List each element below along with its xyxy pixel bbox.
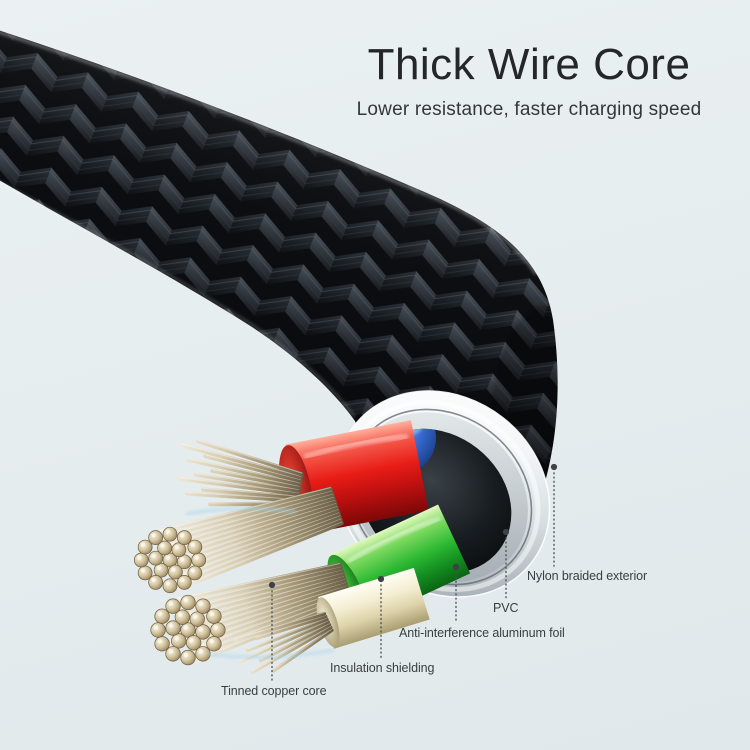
callout-label-anti-interference-aluminum-foil: Anti-interference aluminum foil xyxy=(399,626,565,640)
page-subtitle: Lower resistance, faster charging speed xyxy=(356,98,702,120)
callout-dot-pvc xyxy=(502,528,510,536)
braid-top-highlight xyxy=(0,31,538,275)
callout-dots xyxy=(268,463,558,589)
callout-dot-insulation xyxy=(377,575,385,583)
copper-bundle-lower-endface xyxy=(150,594,226,666)
callout-label-pvc: PVC xyxy=(493,601,519,615)
page-title: Thick Wire Core xyxy=(367,40,691,89)
callout-label-insulation-shielding: Insulation shielding xyxy=(330,661,435,675)
callout-dot-aluminum-foil xyxy=(452,563,460,571)
callout-dot-copper-core xyxy=(268,581,276,589)
callout-label-nylon-braided-exterior: Nylon braided exterior xyxy=(527,569,648,583)
braid-bottom-rimlight xyxy=(0,181,356,418)
copper-glints xyxy=(185,506,335,659)
callout-label-tinned-copper-core: Tinned copper core xyxy=(221,684,327,698)
heading-block: Thick Wire Core Lower resistance, faster… xyxy=(328,40,730,121)
callout-leaders xyxy=(271,472,555,682)
callout-dot-nylon xyxy=(550,463,558,471)
copper-bundle-middle-endface xyxy=(133,526,207,594)
